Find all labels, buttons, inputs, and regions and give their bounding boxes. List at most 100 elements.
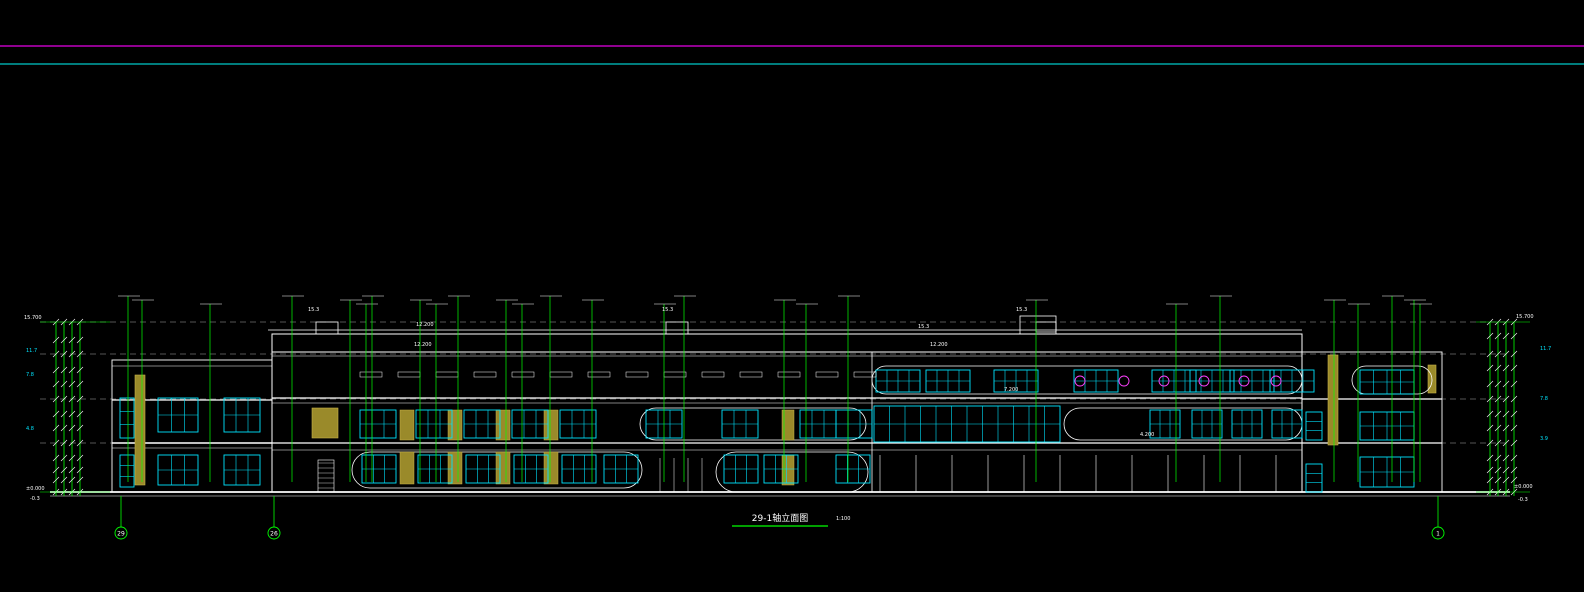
dim-tick-right [1494,454,1502,462]
dim-tick-right [1486,439,1494,447]
axis-bubble-29: 29 [114,496,128,540]
building-elevation [50,315,1510,497]
panel-f2-0 [399,451,415,485]
elev-roof-1: 15.3 [308,307,319,313]
axis-label-29: 29 [117,531,125,538]
left-wing-panel [134,374,146,486]
dim-tick-right [1510,350,1518,358]
dim-tick-right [1486,476,1494,484]
dim-tick-left [76,439,84,447]
dim-tick-right [1510,410,1518,418]
dim-tick-right [1502,439,1510,447]
dim-tick-left [60,476,68,484]
dim-tick-right [1502,380,1510,388]
entry-door [317,459,335,493]
dim-tick-left [76,395,84,403]
dim-tick-right [1494,332,1502,340]
elev-roof-4: 15.3 [1016,307,1027,313]
dim-tick-left [68,424,76,432]
dim-tick-left [60,439,68,447]
side-right-1: 11.7 [1540,346,1551,352]
panel-f3-1 [447,409,463,441]
dim-tick-left [68,476,76,484]
dim-tick-right [1502,466,1510,474]
axis-label-26: 26 [270,531,278,538]
panel-f3-0 [399,409,415,441]
axis-bubble-1: 1 [1431,496,1445,540]
dim-tick-right [1486,364,1494,372]
dim-tick-right [1510,364,1518,372]
elev-roof-3: 15.3 [918,324,929,330]
dim-tick-left [68,366,76,374]
dim-tick-right [1486,410,1494,418]
dim-tick-right [1494,395,1502,403]
dim-tick-right [1494,364,1502,372]
elev-right-top: 15.700 [1516,314,1534,320]
dim-tick-right [1486,380,1494,388]
dim-tick-right [1494,439,1502,447]
dim-tick-left [76,410,84,418]
circle-mark-0 [1074,375,1086,387]
dim-tick-right [1502,350,1510,358]
parapet-opening [549,371,573,378]
dim-tick-right [1510,454,1518,462]
band-floor3-right [1063,407,1303,441]
dim-tick-right [1494,466,1502,474]
dim-tick-left [52,366,60,374]
dim-tick-left [52,350,60,358]
elev-right-ground: ±0.000 [1514,484,1533,490]
dim-tick-left [60,424,68,432]
window-rw-e [1305,463,1323,493]
band-floor2-mid [715,451,869,493]
parapet-opening [587,371,611,378]
dim-tick-right [1502,364,1510,372]
axis-label-1: 1 [1436,531,1440,538]
dim-tick-left [52,380,60,388]
parapet-opening [701,371,725,378]
dim-tick-right [1510,380,1518,388]
circle-mark-2 [1158,375,1170,387]
dim-tick-right [1486,332,1494,340]
parapet-opening [625,371,649,378]
dim-tick-left [76,476,84,484]
dim-tick-left [68,380,76,388]
elev-left-ground: ±0.000 [26,486,45,492]
circle-mark-1 [1118,375,1130,387]
dim-tick-right [1510,466,1518,474]
panel-f3-2 [495,409,511,441]
dim-tick-left [60,366,68,374]
dim-tick-left [52,410,60,418]
side-left-3: 4.8 [26,426,34,432]
elev-floor3: 7.200 [1004,387,1018,393]
dim-tick-right [1502,410,1510,418]
dim-tick-right [1510,424,1518,432]
dim-tick-right [1502,424,1510,432]
dim-tick-left [52,395,60,403]
dim-tick-left [60,380,68,388]
elev-parapet-mid: 12.200 [414,342,432,348]
right-wing-outline [1301,351,1443,493]
dim-tick-left [76,454,84,462]
dim-tick-left [76,366,84,374]
dim-tick-right [1494,424,1502,432]
dim-tick-left [68,439,76,447]
circle-mark-4 [1238,375,1250,387]
dim-tick-left [52,454,60,462]
leader-lines [118,295,1432,482]
dim-tick-left [52,476,60,484]
parapet-opening [853,371,877,378]
side-left-1: 11.7 [26,348,37,354]
dim-tick-left [68,336,76,344]
dim-tick-left [76,424,84,432]
elev-mid-1: 12.200 [416,322,434,328]
roof-box-3 [1035,321,1057,333]
side-left-2: 7.8 [26,372,34,378]
reference-lines [0,45,1584,444]
elev-roof-2: 15.3 [662,307,673,313]
dim-tick-left [76,350,84,358]
window-lw-d [119,454,135,488]
dim-tick-right [1486,395,1494,403]
dim-tick-right [1510,476,1518,484]
dim-tick-right [1494,350,1502,358]
elev-floor2: 4.200 [1140,432,1154,438]
